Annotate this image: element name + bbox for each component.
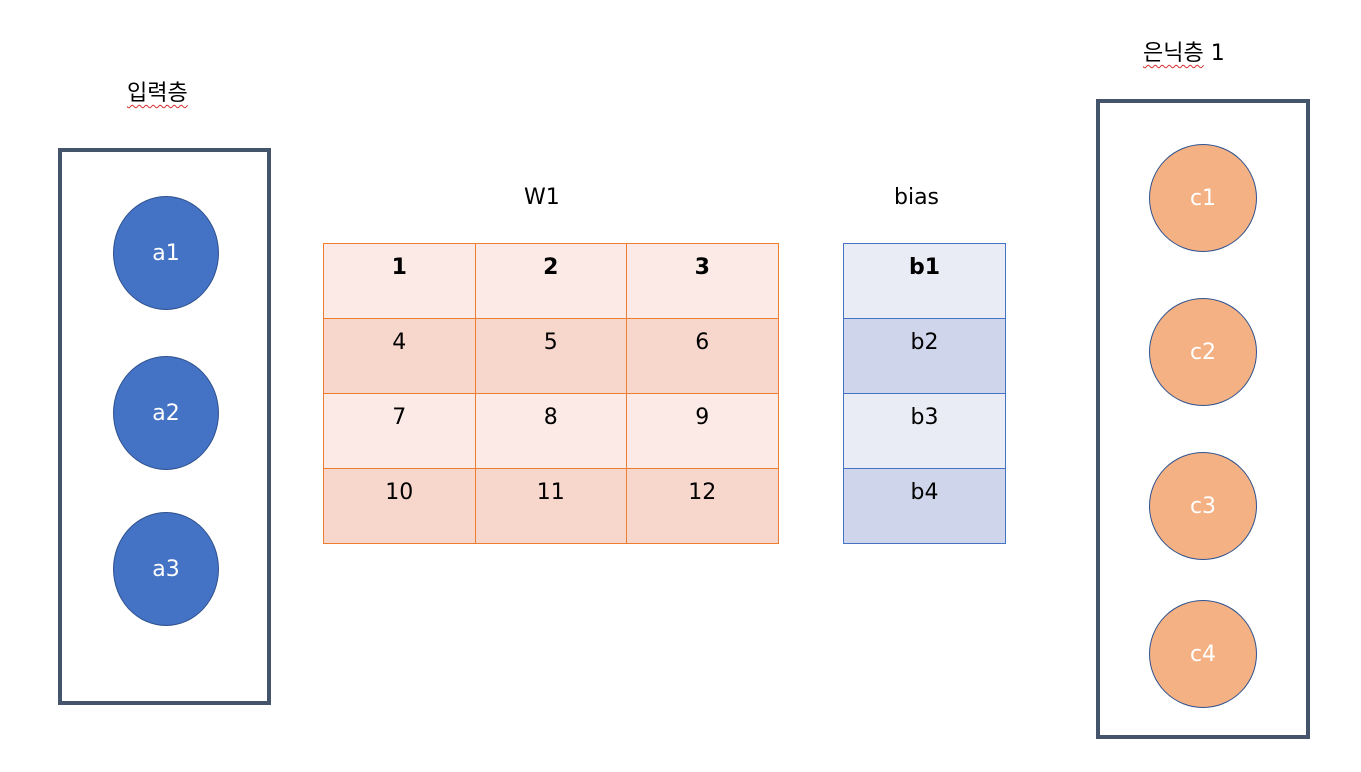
weights-cell: 1 (323, 243, 476, 319)
input-layer-box: a1 a2 a3 (58, 148, 271, 705)
input-node-a1: a1 (113, 196, 219, 310)
bias-row: b3 (843, 393, 1006, 469)
weights-cell: 8 (474, 393, 627, 469)
input-layer-title: 입력층 (127, 81, 188, 106)
weights-row: 1 2 3 (323, 243, 779, 319)
weights-row: 7 8 9 (323, 393, 779, 469)
weights-cell: 5 (474, 318, 627, 394)
input-node-a3: a3 (113, 512, 219, 626)
bias-row: b4 (843, 468, 1006, 544)
bias-cell: b4 (843, 468, 1006, 544)
hidden-layer-title: 은닉층 1 (1143, 40, 1225, 68)
weights-cell: 7 (323, 393, 476, 469)
weights-cell: 10 (323, 468, 476, 544)
bias-cell: b2 (843, 318, 1006, 394)
input-node-a2: a2 (113, 356, 219, 470)
weights-cell: 11 (474, 468, 627, 544)
weights-cell: 9 (626, 393, 779, 469)
hidden-layer-box: c1 c2 c3 c4 (1096, 99, 1310, 739)
bias-cell: b3 (843, 393, 1006, 469)
bias-title: bias (894, 185, 940, 210)
bias-row: b1 (843, 243, 1006, 319)
weights-cell: 2 (474, 243, 627, 319)
weights-cell: 6 (626, 318, 779, 394)
weights-cell: 12 (626, 468, 779, 544)
bias-cell: b1 (843, 243, 1006, 319)
weights-cell: 3 (626, 243, 779, 319)
hidden-node-c4: c4 (1149, 600, 1257, 708)
weights-title: W1 (524, 185, 560, 210)
hidden-node-c1: c1 (1149, 144, 1257, 252)
weights-row: 10 11 12 (323, 468, 779, 544)
hidden-node-c2: c2 (1149, 298, 1257, 406)
weights-row: 4 5 6 (323, 318, 779, 394)
bias-row: b2 (843, 318, 1006, 394)
bias-vector: b1 b2 b3 b4 (843, 243, 1006, 544)
hidden-node-c3: c3 (1149, 452, 1257, 560)
weights-matrix: 1 2 3 4 5 6 7 8 9 10 11 12 (323, 243, 779, 544)
weights-cell: 4 (323, 318, 476, 394)
hidden-layer-title-text: 은닉층 (1143, 41, 1204, 66)
hidden-layer-title-number: 1 (1210, 41, 1225, 66)
